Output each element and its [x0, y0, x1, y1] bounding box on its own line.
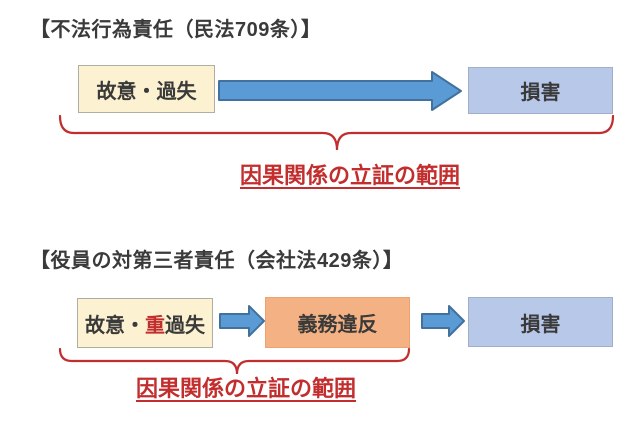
box-duty-breach-label: 義務違反: [297, 314, 378, 336]
box-damage-2: 損害: [468, 297, 613, 347]
arrow-breach-to-damage-icon: [421, 305, 465, 337]
box-damage-1-label: 損害: [520, 82, 561, 104]
section1-title: 【不法行為責任（民法709条）】: [30, 19, 322, 41]
arrow-cause-to-breach-icon: [219, 305, 265, 337]
box-intent-negligence-label: 故意・過失: [96, 80, 197, 103]
box-duty-breach: 義務違反: [265, 297, 410, 348]
box-damage-1: 損害: [468, 67, 613, 114]
box-damage-2-label: 損害: [520, 313, 561, 336]
section2-title: 【役員の対第三者責任（会社法429条）】: [30, 250, 404, 272]
causation-caption-1: 因果関係の立証の範囲: [240, 163, 461, 188]
causation-caption-2: 因果関係の立証の範囲: [136, 376, 357, 401]
causation-brace-1: [58, 114, 615, 151]
box-intent-negligence: 故意・過失: [78, 65, 215, 113]
arrow-cause-to-damage-icon: [218, 71, 462, 111]
box-intent-gross-negligence-suffix: 過失: [165, 314, 205, 337]
box-intent-gross-negligence-prefix: 故意・: [85, 314, 145, 337]
box-intent-gross-negligence: 故意・重過失: [77, 298, 213, 348]
box-intent-gross-negligence-highlight: 重: [145, 314, 165, 337]
